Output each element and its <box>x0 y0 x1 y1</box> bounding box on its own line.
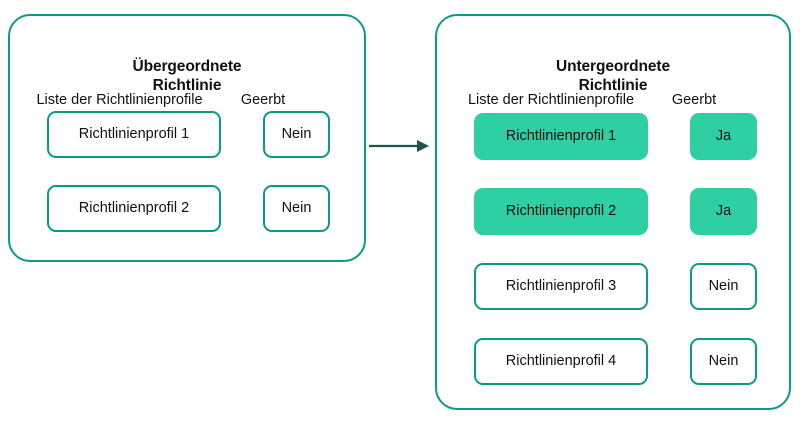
child-inherited-chip-4[interactable]: Nein <box>690 338 757 385</box>
inheritance-arrow <box>366 131 432 161</box>
child-inherited-chip-3[interactable]: Nein <box>690 263 757 310</box>
table-row: Richtlinienprofil 2 Ja <box>437 188 789 235</box>
child-column-header-inherited: Geerbt <box>671 92 717 108</box>
child-policy-panel: Untergeordnete Richtlinie Liste der Rich… <box>435 14 791 410</box>
arrow-right-icon <box>369 140 429 152</box>
parent-column-header-inherited: Geerbt <box>240 92 286 108</box>
table-row: Richtlinienprofil 3 Nein <box>437 263 789 310</box>
parent-inherited-chip-2[interactable]: Nein <box>263 185 330 232</box>
parent-column-headers: Liste der Richtlinienprofile Geerbt <box>10 91 364 109</box>
child-inherited-chip-2[interactable]: Ja <box>690 188 757 235</box>
child-panel-title: Untergeordnete Richtlinie <box>437 57 789 95</box>
child-profile-chip-4[interactable]: Richtlinienprofil 4 <box>474 338 648 385</box>
parent-inherited-chip-1[interactable]: Nein <box>263 111 330 158</box>
child-profile-chip-2[interactable]: Richtlinienprofil 2 <box>474 188 648 235</box>
child-panel-title-line2: Richtlinie <box>578 76 648 94</box>
parent-policy-panel: Übergeordnete Richtlinie Liste der Richt… <box>8 14 366 262</box>
child-profile-chip-3[interactable]: Richtlinienprofil 3 <box>474 263 648 310</box>
parent-profile-chip-2[interactable]: Richtlinienprofil 2 <box>47 185 221 232</box>
table-row: Richtlinienprofil 1 Ja <box>437 113 789 160</box>
table-row: Richtlinienprofil 1 Nein <box>10 111 364 158</box>
child-panel-title-line1: Untergeordnete <box>555 57 670 75</box>
child-inherited-chip-1[interactable]: Ja <box>690 113 757 160</box>
parent-profile-chip-1[interactable]: Richtlinienprofil 1 <box>47 111 221 158</box>
table-row: Richtlinienprofil 4 Nein <box>437 338 789 385</box>
child-column-headers: Liste der Richtlinienprofile Geerbt <box>437 91 789 109</box>
child-profile-chip-1[interactable]: Richtlinienprofil 1 <box>474 113 648 160</box>
parent-rows: Richtlinienprofil 1 Nein Richtlinienprof… <box>10 16 364 260</box>
child-column-header-profiles: Liste der Richtlinienprofile <box>467 92 635 108</box>
table-row: Richtlinienprofil 2 Nein <box>10 185 364 232</box>
parent-panel-title-line2: Richtlinie <box>152 76 222 94</box>
parent-panel-title-line1: Übergeordnete <box>132 57 242 75</box>
child-rows: Richtlinienprofil 1 Ja Richtlinienprofil… <box>437 16 789 408</box>
parent-panel-title: Übergeordnete Richtlinie <box>10 57 364 95</box>
parent-column-header-profiles: Liste der Richtlinienprofile <box>36 92 203 108</box>
